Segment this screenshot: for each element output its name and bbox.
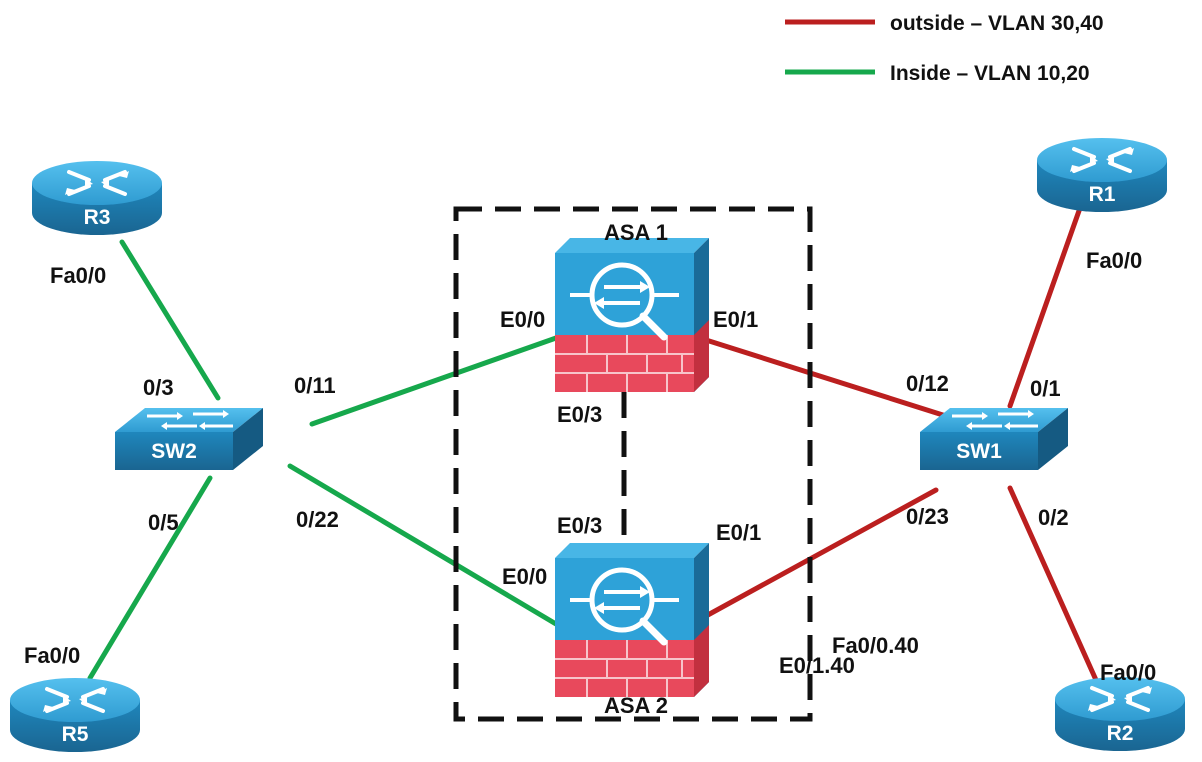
device-label-r5: R5 xyxy=(62,723,89,746)
port-label-sw2-05: 0/5 xyxy=(148,510,179,535)
router-r2[interactable]: R2 xyxy=(1053,675,1187,753)
port-label-asa1-e00: E0/0 xyxy=(500,307,545,332)
port-label-sw2-011: 0/11 xyxy=(294,373,336,398)
link-r3-sw2 xyxy=(119,239,221,401)
port-label-asa2-e01: E0/1 xyxy=(716,520,761,545)
router-r1[interactable]: R1 xyxy=(1035,136,1169,214)
device-label-r1: R1 xyxy=(1089,183,1116,206)
device-label-sw1: SW1 xyxy=(956,440,1002,463)
legend-outside-label: outside – VLAN 30,40 xyxy=(890,12,1104,35)
legend-inside-label: Inside – VLAN 10,20 xyxy=(890,62,1090,85)
outside-links xyxy=(703,205,1099,683)
port-label-r5-fa00: Fa0/0 xyxy=(24,643,80,668)
device-label-sw2: SW2 xyxy=(151,440,197,463)
port-label-sw1-012: 0/12 xyxy=(906,371,949,396)
port-label-sw1-023: 0/23 xyxy=(906,504,949,529)
link-sw2-r5 xyxy=(87,475,213,681)
port-label-r2-fa00: Fa0/0 xyxy=(1100,660,1156,685)
device-label-asa1: ASA 1 xyxy=(604,220,668,245)
port-label-asa1-e01: E0/1 xyxy=(713,307,758,332)
port-label-sw1-02: 0/2 xyxy=(1038,505,1069,530)
switch-sw1[interactable]: SW1 xyxy=(918,406,1070,472)
link-sw2-asa2 xyxy=(287,463,559,627)
inside-links xyxy=(87,239,559,681)
router-r5[interactable]: R5 xyxy=(8,676,142,754)
device-label-r2: R2 xyxy=(1107,722,1134,745)
failover-pair-boundary xyxy=(453,206,813,722)
router-r3[interactable]: R3 xyxy=(30,159,164,237)
firewall-asa2[interactable] xyxy=(555,543,709,697)
link-sw1-r2 xyxy=(1007,485,1099,683)
link-asa1-sw1 xyxy=(703,337,949,419)
link-r1-sw1 xyxy=(1007,205,1083,409)
port-label-r3-fa00: Fa0/0 xyxy=(50,263,106,288)
firewall-asa1[interactable] xyxy=(555,238,709,392)
link-asa2-sw1 xyxy=(703,487,939,619)
port-label-sw2-022: 0/22 xyxy=(296,507,339,532)
device-label-r3: R3 xyxy=(84,206,111,229)
port-label-asa2-e00: E0/0 xyxy=(502,564,547,589)
firewall-icon xyxy=(555,238,709,392)
device-label-asa2: ASA 2 xyxy=(604,693,668,718)
port-label-sw1-01: 0/1 xyxy=(1030,376,1061,401)
link-sw2-asa1 xyxy=(309,335,559,427)
port-label-r2-fa040: Fa0/0.40 xyxy=(832,633,919,658)
port-label-asa1-e03: E0/3 xyxy=(557,402,602,427)
switch-sw2[interactable]: SW2 xyxy=(113,406,265,472)
port-label-sw2-03: 0/3 xyxy=(143,375,174,400)
port-label-asa2-e0140: E0/1.40 xyxy=(779,653,855,678)
firewall-icon xyxy=(555,543,709,697)
port-label-r1-fa00: Fa0/0 xyxy=(1086,248,1142,273)
port-label-asa2-e03: E0/3 xyxy=(557,513,602,538)
